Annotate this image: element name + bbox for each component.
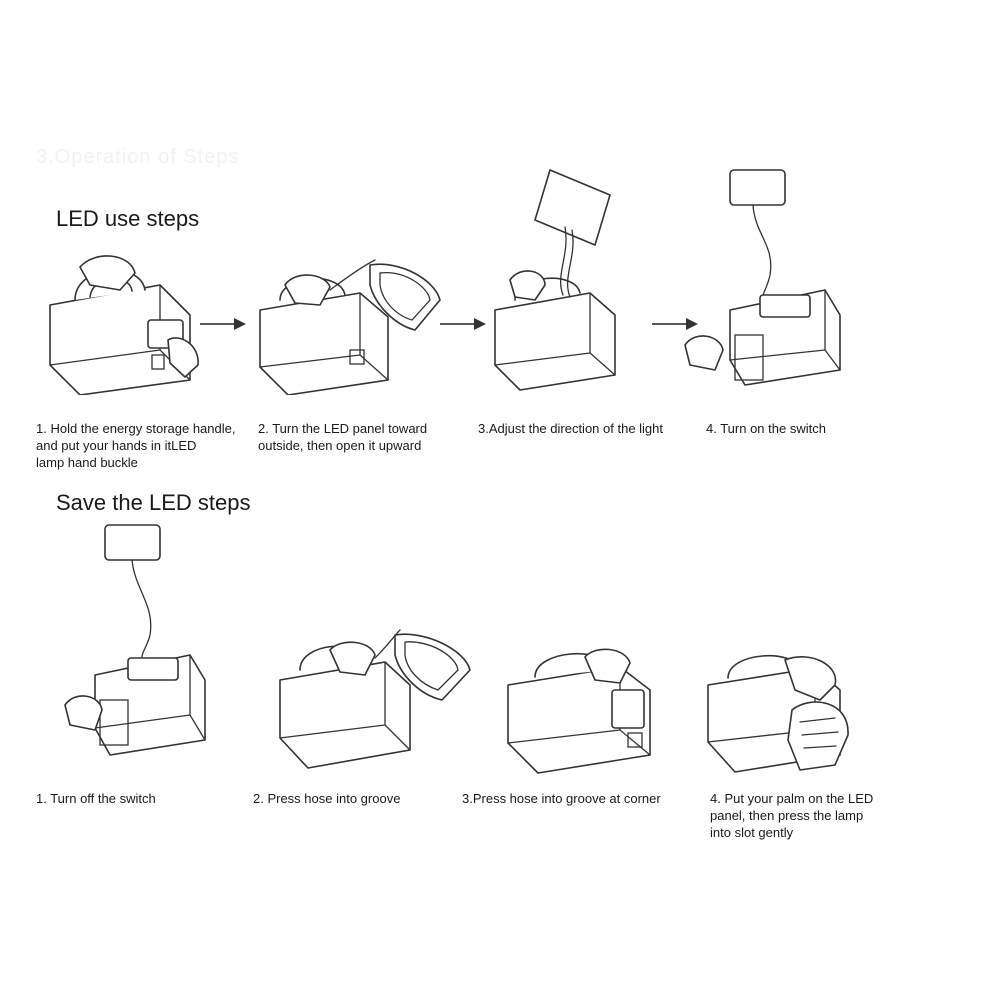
illustration-save-step-2 xyxy=(279,629,471,769)
faded-heading: 3.Operation of Steps xyxy=(36,146,240,168)
caption-save-step-1: 1. Turn off the switch xyxy=(36,791,156,806)
arrow-right-icon xyxy=(200,318,246,330)
section-title-save-led: Save the LED steps xyxy=(56,490,251,515)
section-title-led-use: LED use steps xyxy=(56,206,200,231)
caption-save-step-2: 2. Press hose into groove xyxy=(253,791,401,806)
illustration-use-step-3 xyxy=(494,169,616,391)
caption-use-step-4: 4. Turn on the switch xyxy=(706,421,826,436)
arrow-right-icon xyxy=(652,318,698,330)
caption-use-step-3: 3.Adjust the direction of the light xyxy=(478,421,664,436)
illustration-save-step-4 xyxy=(707,654,849,773)
caption-use-step-2: 2. Turn the LED panel toward outside, th… xyxy=(258,421,428,453)
caption-use-step-1: 1. Hold the energy storage handle, and p… xyxy=(36,421,236,470)
illustration-use-step-1 xyxy=(49,255,199,395)
caption-save-step-4: 4. Put your palm on the LED panel, then … xyxy=(710,791,874,840)
illustration-use-step-4 xyxy=(684,169,841,386)
illustration-save-step-1 xyxy=(64,524,206,756)
arrow-right-icon xyxy=(440,318,486,330)
illustration-use-step-2 xyxy=(259,259,441,395)
caption-save-step-3: 3.Press hose into groove at corner xyxy=(462,791,661,806)
illustration-save-step-3 xyxy=(507,648,651,774)
